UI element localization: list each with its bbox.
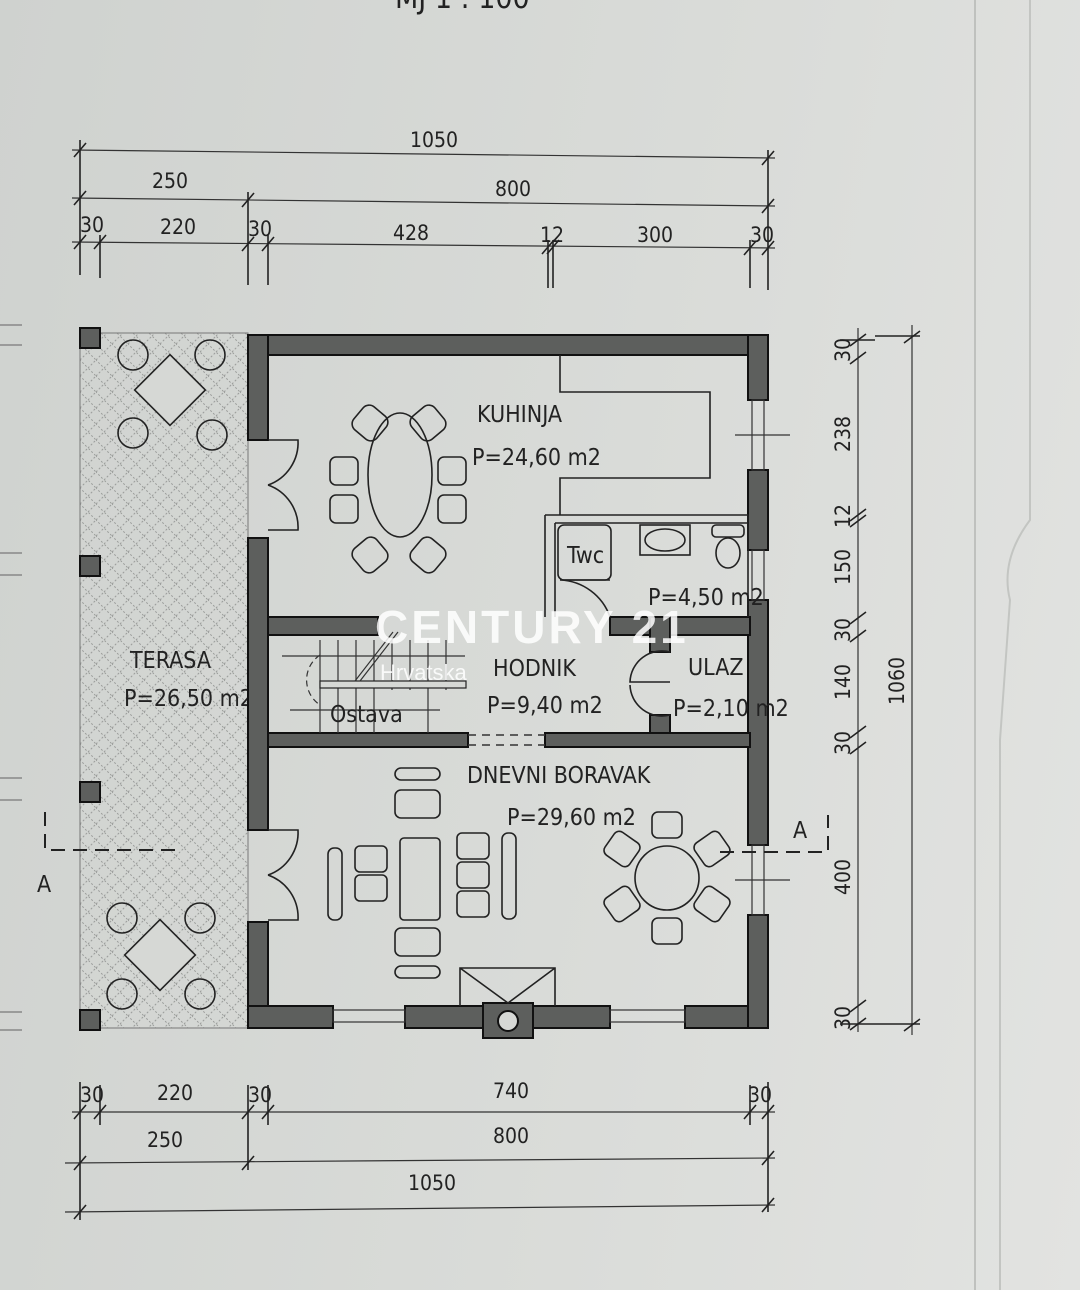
dim-bottom-250: 250 xyxy=(147,1128,183,1152)
top-dimensions: 1050 250 800 30 220 30 428 12 300 30 xyxy=(71,128,776,290)
room-name-dnevni-boravak: DNEVNI BORAVAK xyxy=(467,763,651,789)
dim-bottom-30b: 30 xyxy=(248,1083,272,1107)
room-name-ostava: Ostava xyxy=(330,702,403,728)
dim-right-30d: 30 xyxy=(831,1006,855,1030)
dim-top-800: 800 xyxy=(495,177,531,201)
section-mark-left: A xyxy=(37,872,51,898)
dim-right-total: 1060 xyxy=(885,657,909,705)
room-area-kuhinja: P=24,60 m2 xyxy=(472,445,601,471)
scale-label: MJ 1 : 100 xyxy=(395,0,530,16)
dim-bottom-30c: 30 xyxy=(748,1083,772,1107)
dim-top-12: 12 xyxy=(540,223,564,247)
dim-right-30a: 30 xyxy=(831,338,855,362)
dim-top-250: 250 xyxy=(152,169,188,193)
room-name-ulaz: ULAZ xyxy=(688,655,744,681)
room-name-kuhinja: KUHINJA xyxy=(477,402,562,428)
dim-bottom-total: 1050 xyxy=(408,1171,456,1195)
dim-bottom-220: 220 xyxy=(157,1081,193,1105)
bottom-dimensions: 30 220 30 740 30 250 800 1050 xyxy=(64,1079,776,1220)
room-area-twc: P=4,50 m2 xyxy=(648,585,764,611)
room-area-ulaz: P=2,10 m2 xyxy=(673,696,789,722)
doors xyxy=(267,439,671,921)
margin-ticks xyxy=(0,324,22,1031)
room-name-hodnik: HODNIK xyxy=(493,656,576,682)
section-mark-right: A xyxy=(793,818,807,844)
dim-right-30b: 30 xyxy=(831,618,855,642)
room-area-dnevni-boravak: P=29,60 m2 xyxy=(507,805,636,831)
dim-right-30c: 30 xyxy=(831,731,855,755)
dim-right-238: 238 xyxy=(831,416,855,452)
dim-bottom-740: 740 xyxy=(493,1079,529,1103)
stairs xyxy=(282,631,467,733)
paper-fold xyxy=(999,0,1031,1290)
dim-top-220: 220 xyxy=(160,215,196,239)
dim-top-30a: 30 xyxy=(80,213,104,237)
room-area-terasa: P=26,50 m2 xyxy=(124,686,253,712)
watermark-logo: CENTURY 21 xyxy=(375,601,689,653)
dim-bottom-800: 800 xyxy=(493,1124,529,1148)
dim-right-12: 12 xyxy=(831,504,855,528)
room-name-twc: Twc xyxy=(566,543,604,569)
dim-right-400: 400 xyxy=(831,859,855,895)
dim-top-300: 300 xyxy=(637,223,673,247)
watermark-sub: Hrvatska xyxy=(380,660,468,685)
room-name-terasa: TERASA xyxy=(129,648,211,674)
terrace: TERASA P=26,50 m2 xyxy=(79,327,253,1031)
living-furniture xyxy=(327,767,731,1006)
dim-bottom-30a: 30 xyxy=(80,1083,104,1107)
room-area-hodnik: P=9,40 m2 xyxy=(487,693,603,719)
dim-top-428: 428 xyxy=(393,221,429,245)
dim-top-30c: 30 xyxy=(750,223,774,247)
dim-right-140: 140 xyxy=(831,664,855,700)
kitchen-furniture xyxy=(329,355,749,617)
dim-top-total: 1050 xyxy=(410,128,458,152)
section-marks xyxy=(44,812,829,853)
walls xyxy=(247,334,790,1039)
dim-top-30b: 30 xyxy=(248,217,272,241)
right-dimensions: 30 238 12 150 30 140 30 400 30 1060 xyxy=(831,325,921,1035)
dim-right-150: 150 xyxy=(831,549,855,585)
